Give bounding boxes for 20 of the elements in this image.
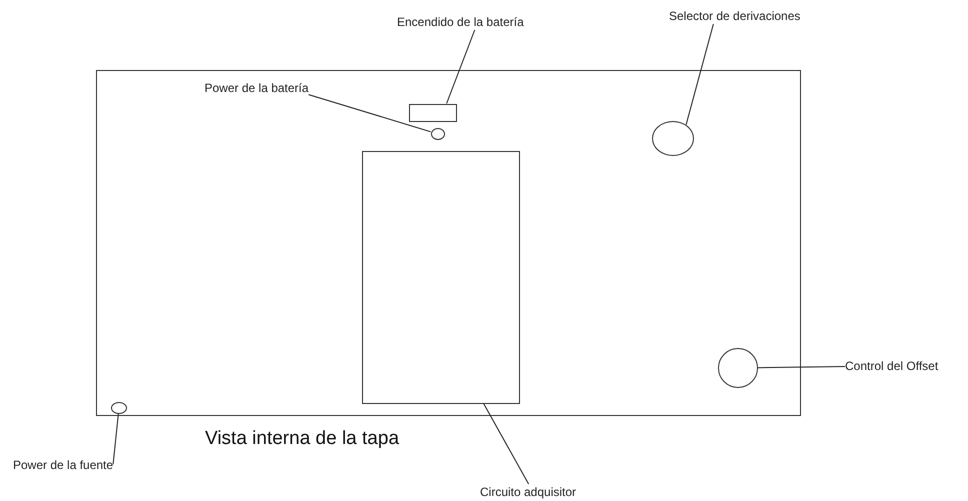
part-label: Power de la batería <box>204 80 309 96</box>
part-label: Encendido de la batería <box>397 14 524 30</box>
switch-outline <box>408 104 456 122</box>
jack-circle <box>110 402 126 414</box>
leader-line <box>757 366 846 368</box>
jack-circle <box>430 128 444 140</box>
leader-line <box>308 94 432 132</box>
part-label: Control del Offset <box>845 358 938 374</box>
selector-knob <box>652 120 694 156</box>
lid-panel <box>96 70 801 416</box>
part-label: Power de la fuente <box>13 457 114 473</box>
leader-line <box>112 413 119 465</box>
part-label: Circuito adquisitor <box>480 484 576 500</box>
circuit-board <box>362 150 520 404</box>
leader-line <box>483 403 530 484</box>
caption: Vista interna de la tapa <box>205 428 400 450</box>
leader-line <box>686 24 714 126</box>
part-label: Selector de derivaciones <box>669 8 800 24</box>
offset-knob <box>718 348 758 388</box>
leader-line <box>446 30 476 104</box>
